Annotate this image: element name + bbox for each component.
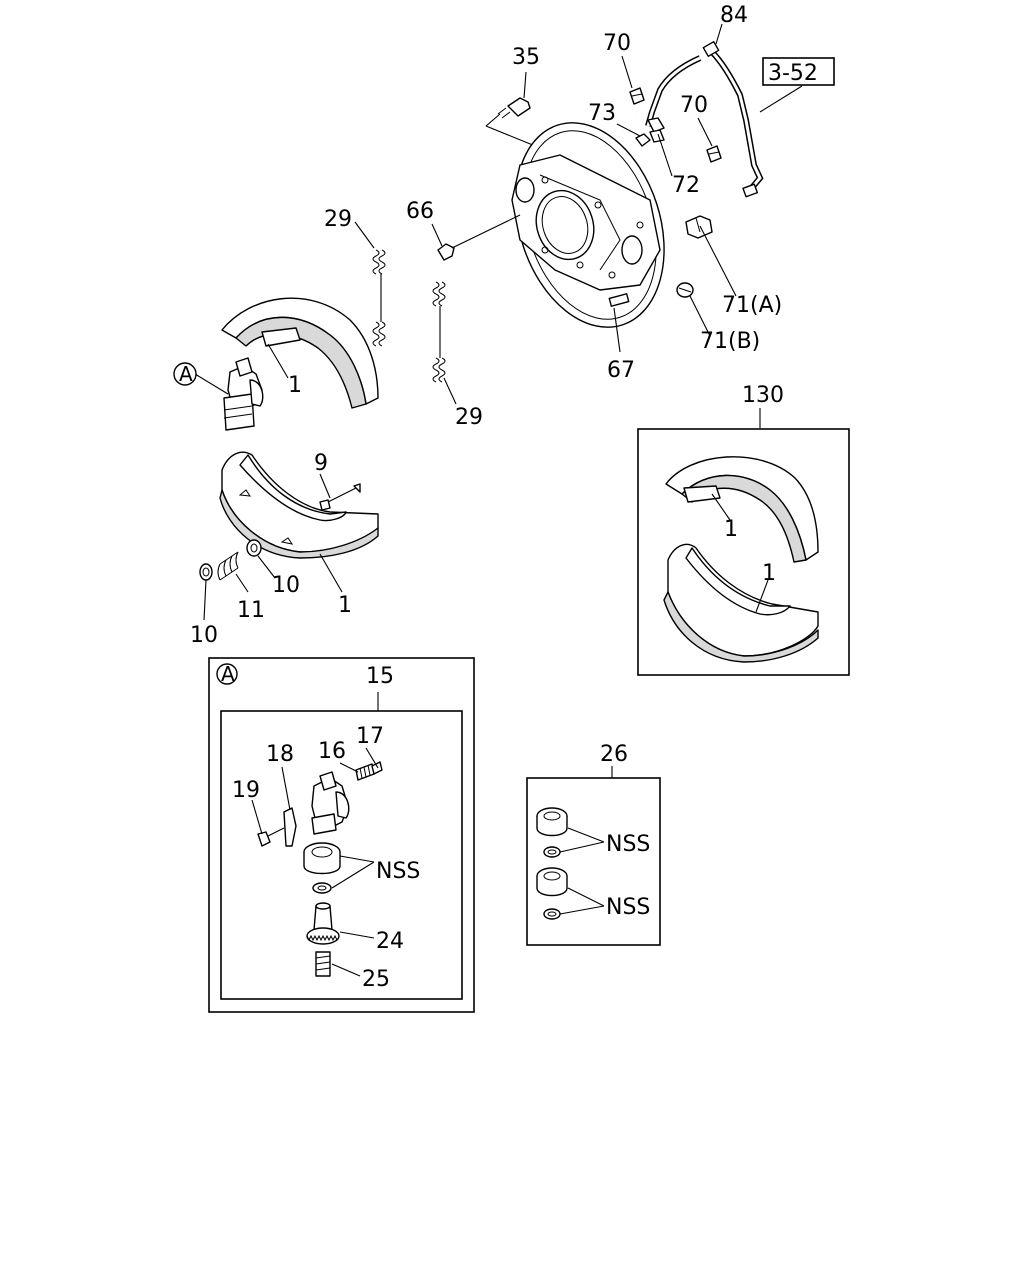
adjuster-bolt-25 — [315, 951, 331, 977]
callout-9: 9 — [314, 451, 328, 476]
detail-marker-a[interactable]: A — [173, 362, 197, 386]
spring-11 — [217, 551, 239, 581]
kit-seal-large-lower — [536, 867, 568, 897]
callout-66: 66 — [406, 199, 434, 224]
plug-71a — [685, 215, 713, 239]
detail-a-leaders — [251, 747, 379, 977]
bolt-66 — [437, 214, 521, 261]
detail-a-marker: A — [216, 662, 238, 686]
callout-19: 19 — [232, 778, 260, 803]
callout-130: 130 — [742, 383, 784, 408]
callout-67: 67 — [607, 358, 635, 383]
detail-a-marker-label: A — [221, 662, 235, 686]
callout-nss-kit-upper: NSS — [606, 832, 650, 857]
brake-shoe-upper — [221, 297, 379, 409]
reference-box-3-52 — [762, 57, 835, 86]
detail-marker-a-label: A — [179, 362, 193, 386]
callout-70-upper: 70 — [603, 31, 631, 56]
callout-26: 26 — [600, 742, 628, 767]
callout-29-lower: 29 — [455, 405, 483, 430]
screw-19 — [257, 827, 285, 847]
callout-17: 17 — [356, 724, 384, 749]
plug-71b — [676, 282, 694, 298]
adjusting-screw-16 — [355, 763, 375, 781]
callout-1-kit-lower: 1 — [762, 561, 776, 586]
detail-a-outer-box — [208, 657, 475, 1013]
union-73 — [635, 133, 651, 147]
return-spring-upper — [372, 249, 386, 347]
reference-3-52[interactable]: 3-52 — [768, 61, 818, 86]
seal-kit-box — [526, 777, 661, 946]
lock-plate-18 — [283, 807, 297, 847]
callout-1-kit-upper: 1 — [724, 517, 738, 542]
adjuster-kit-box — [220, 710, 463, 1000]
adjuster-wheel-24 — [306, 902, 340, 945]
callout-72: 72 — [672, 173, 700, 198]
kit-shoe-lower — [663, 543, 819, 663]
leader-lines — [194, 23, 803, 621]
callout-24: 24 — [376, 929, 404, 954]
brake-pipe — [634, 40, 764, 198]
callout-18: 18 — [266, 742, 294, 767]
washer-10-right — [246, 539, 262, 557]
seal-nss-small — [312, 882, 332, 894]
pipe-clip-70-upper — [629, 87, 645, 105]
callout-15: 15 — [366, 664, 394, 689]
callout-71b: 71(B) — [700, 329, 760, 354]
callout-73: 73 — [588, 101, 616, 126]
callout-35: 35 — [512, 45, 540, 70]
callout-71a: 71(A) — [722, 293, 782, 318]
kit-shoe-upper — [665, 456, 819, 563]
callout-16: 16 — [318, 739, 346, 764]
washer-10-left — [199, 563, 213, 581]
callout-25: 25 — [362, 967, 390, 992]
callout-1-lower: 1 — [338, 593, 352, 618]
callout-1-upper: 1 — [288, 373, 302, 398]
callout-70-lower: 70 — [680, 93, 708, 118]
nut-72 — [647, 117, 665, 143]
callout-nss-detail-a: NSS — [376, 859, 420, 884]
kit-seal-small-upper — [543, 846, 561, 858]
bolt-35 — [497, 97, 531, 119]
callout-29-upper: 29 — [324, 207, 352, 232]
backing-plate — [511, 122, 665, 328]
hold-down-pin — [319, 483, 361, 511]
pipe-clip-70-lower — [706, 145, 722, 163]
callout-nss-kit-lower: NSS — [606, 895, 650, 920]
callout-10-right: 10 — [272, 573, 300, 598]
brake-shoe-lower — [219, 451, 379, 559]
return-spring-lower — [432, 281, 446, 383]
shoe-kit-box — [637, 428, 850, 676]
callout-84: 84 — [720, 3, 748, 28]
callout-11: 11 — [237, 598, 265, 623]
callout-10-left: 10 — [190, 623, 218, 648]
seal-nss-large — [303, 842, 341, 875]
kit-seal-small-lower — [543, 908, 561, 920]
pin-17 — [371, 761, 383, 775]
adjuster-body — [311, 771, 350, 835]
kit-seal-large-upper — [536, 807, 568, 837]
adjuster-assembly — [223, 357, 264, 431]
